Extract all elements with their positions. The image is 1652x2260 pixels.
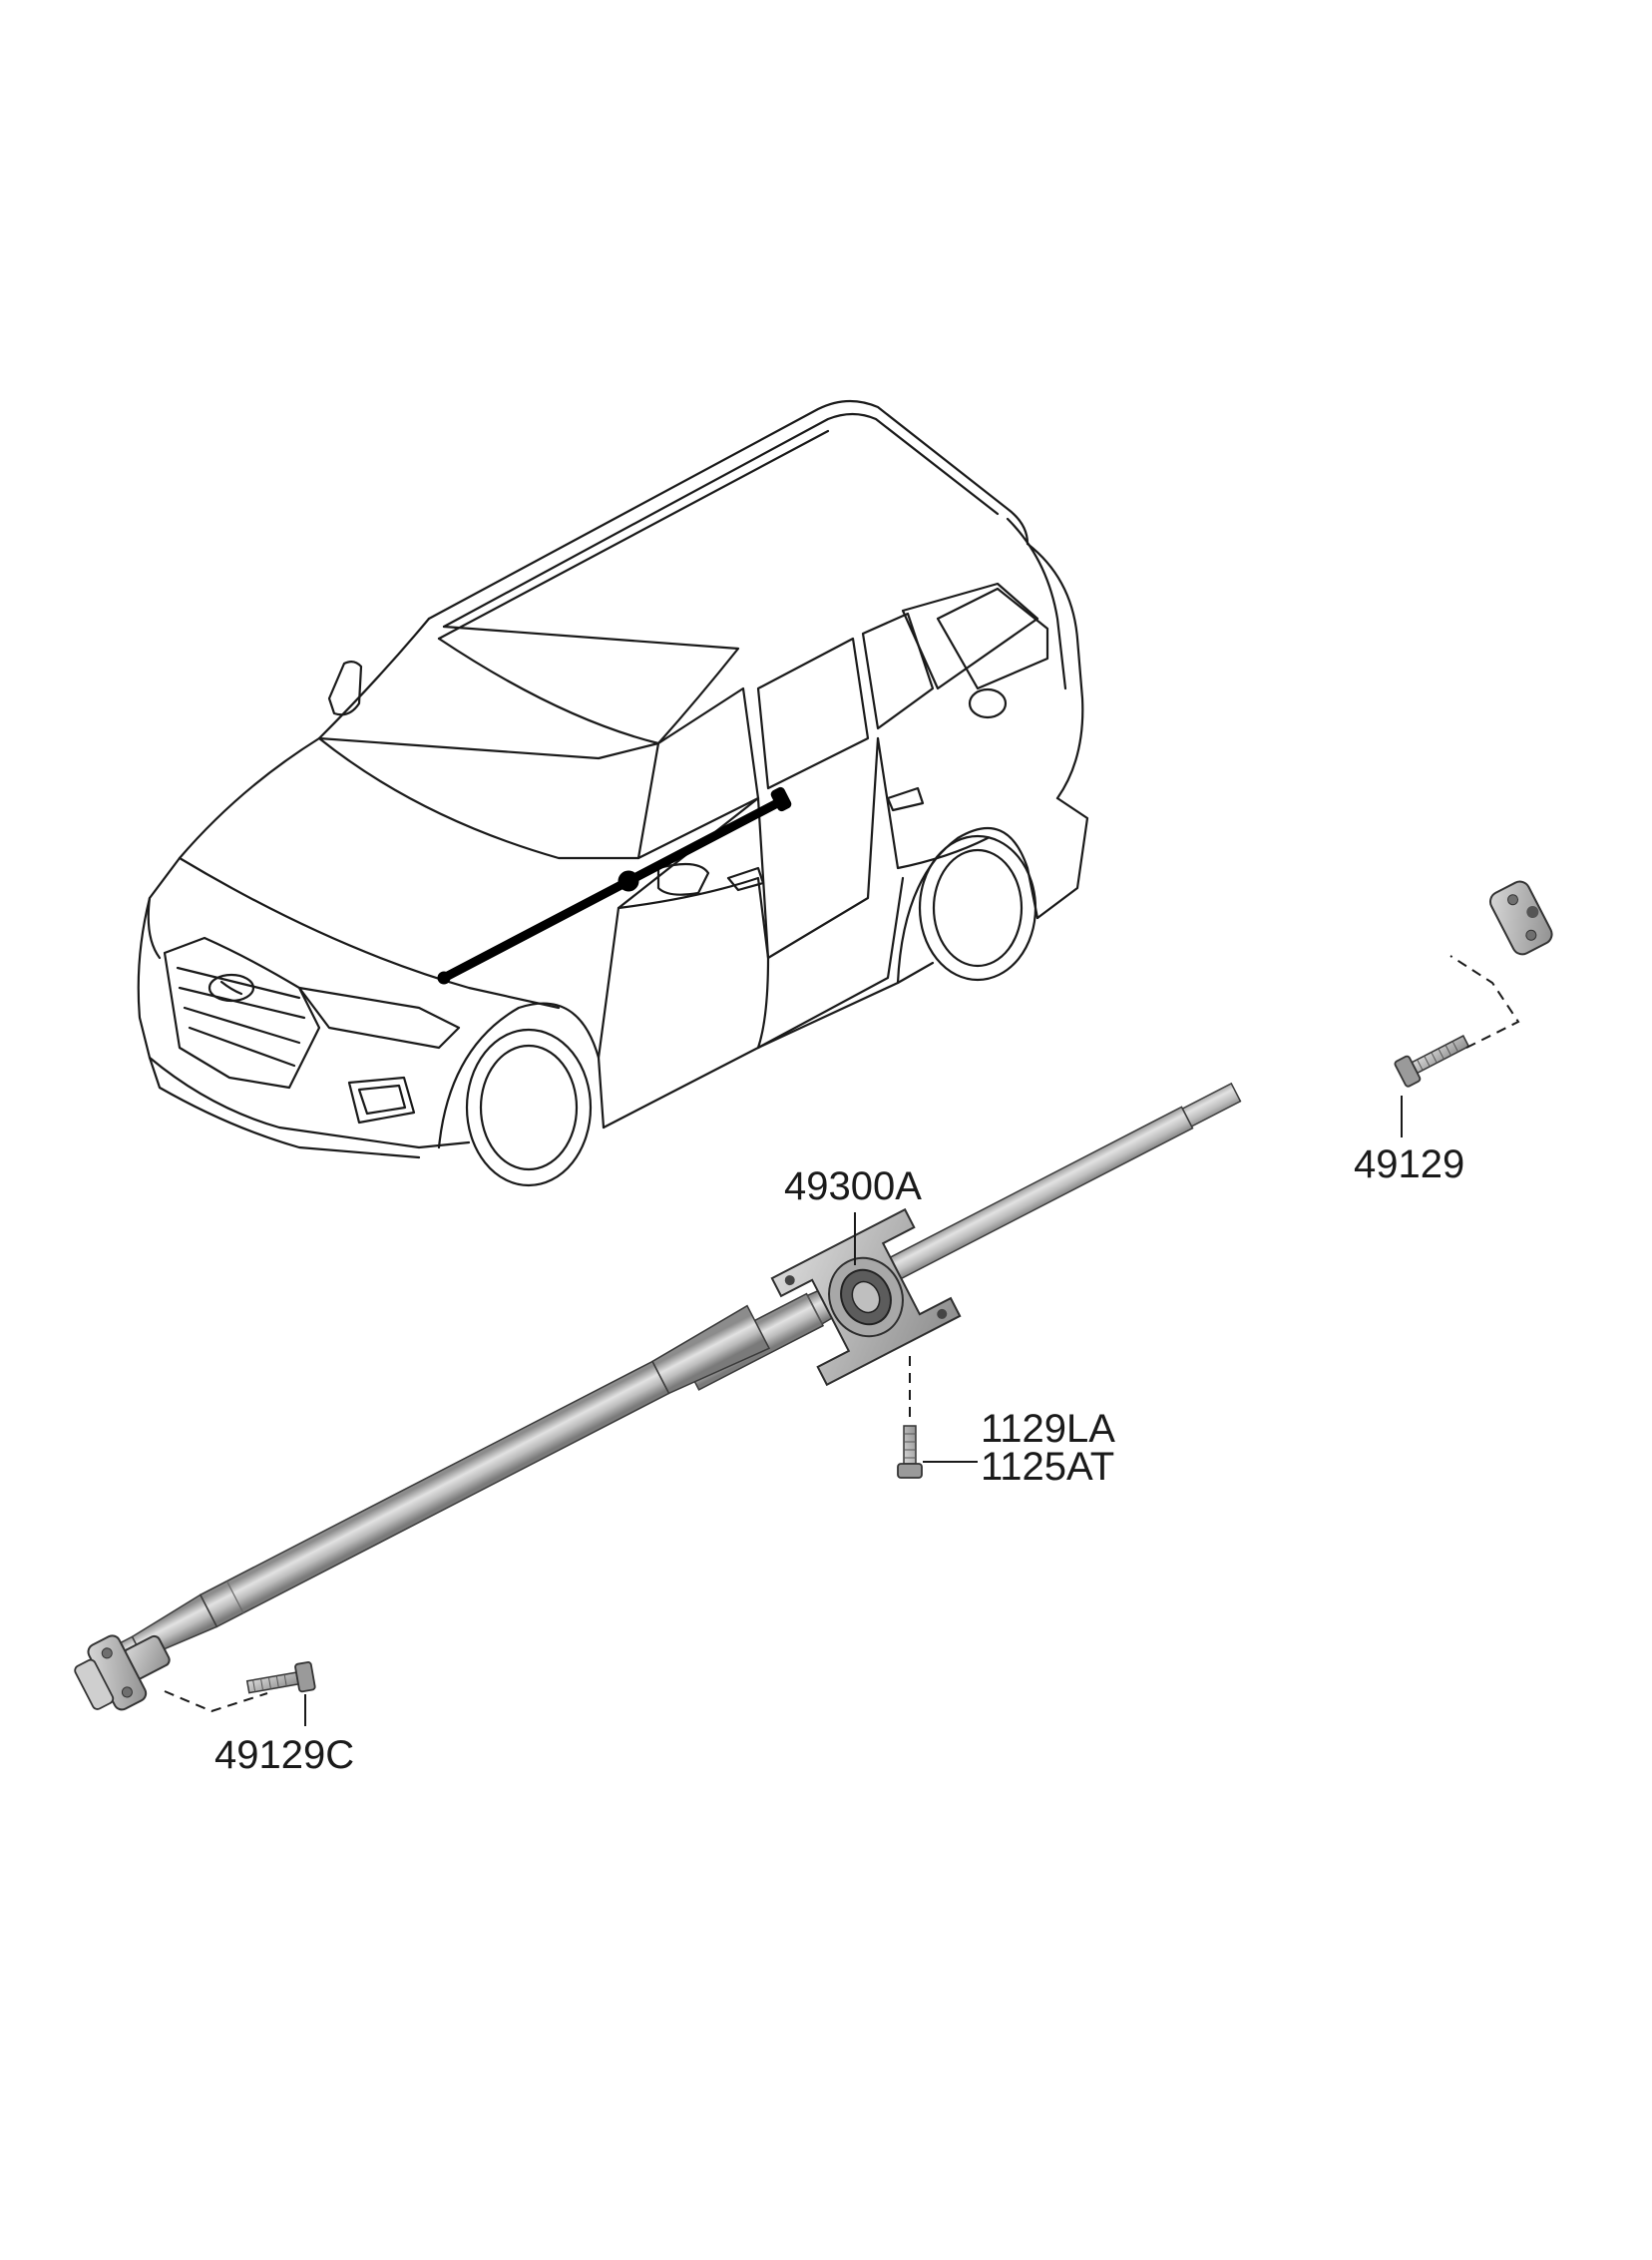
callout-bracket-bolt-1[interactable]: 1129LA xyxy=(981,1407,1115,1451)
rear-flange[interactable] xyxy=(1487,878,1556,958)
callout-bracket-bolt-2[interactable]: 1125AT xyxy=(981,1445,1115,1489)
driveshaft-assembly xyxy=(68,878,1556,1721)
front-universal-joint[interactable] xyxy=(68,1616,181,1721)
callout-rear-flange-bolt[interactable]: 49129 xyxy=(1354,1142,1465,1186)
assembly-guides xyxy=(164,955,1520,1713)
center-bearing-bracket[interactable] xyxy=(770,1207,962,1387)
front-flange-bolt[interactable] xyxy=(245,1661,316,1700)
leader-lines xyxy=(304,1096,1403,1726)
callout-front-flange-bolt[interactable]: 49129C xyxy=(214,1733,355,1777)
vehicle-driveshaft-highlight xyxy=(437,786,792,985)
vehicle-illustration xyxy=(137,399,1089,1187)
bracket-bolt[interactable] xyxy=(897,1425,923,1479)
callout-center-bearing[interactable]: 49300A xyxy=(784,1164,922,1208)
rear-flange-bolt[interactable] xyxy=(1394,1029,1472,1088)
front-shaft-section[interactable] xyxy=(91,1304,771,1687)
